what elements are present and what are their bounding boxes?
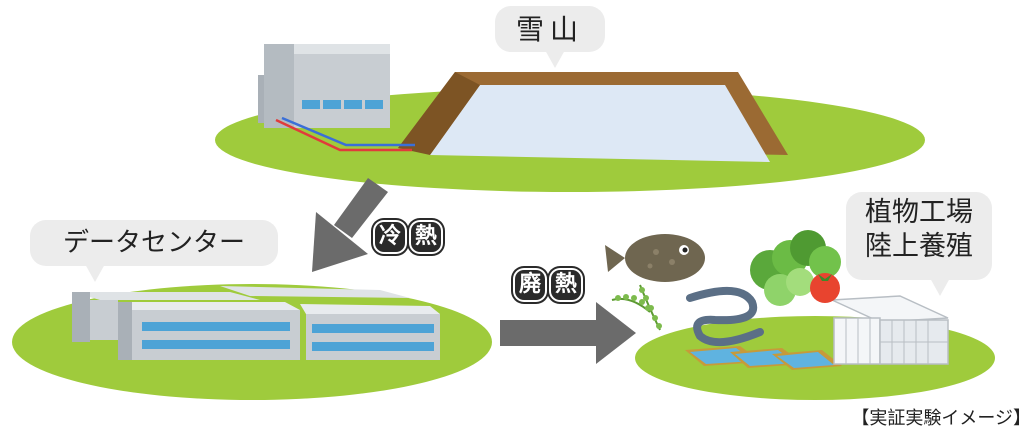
plant-factory-island: [635, 295, 995, 400]
snow-field: [430, 85, 770, 162]
plant-factory-bubble: 植物工場 陸上養殖: [846, 192, 992, 296]
pipe-blue: [281, 116, 415, 147]
plant-factory-label: 植物工場: [865, 197, 973, 228]
heat-char: 熱: [411, 222, 441, 252]
aquaculture-ponds: [685, 346, 842, 370]
snow-mountain-label: 雪山: [515, 13, 584, 46]
caption: 【実証実験イメージ】: [851, 408, 1031, 429]
cooling-building: [258, 44, 390, 128]
pipe-red: [275, 118, 412, 152]
seaweed-icon: [611, 284, 662, 331]
eel-icon: [686, 286, 764, 347]
cold-char: 冷: [375, 222, 405, 252]
waste-heat-label: 廃 熱: [515, 270, 581, 300]
cold-heat-label: 冷 熱: [375, 222, 441, 252]
waste-char: 廃: [515, 270, 545, 300]
data-center-island: [12, 284, 492, 400]
heat-char-2: 熱: [551, 270, 581, 300]
waste-heat-arrow: [500, 302, 636, 364]
land-aquaculture-label: 陸上養殖: [865, 230, 973, 262]
flounder-icon: [605, 234, 705, 282]
greenhouse: [831, 295, 949, 365]
cold-arrow: [312, 178, 388, 272]
snow-mountain-island: [215, 44, 925, 192]
lettuce-icon: [750, 230, 841, 306]
data-center-buildings: [72, 286, 440, 360]
data-center-label: データセンター: [62, 228, 245, 258]
snow-mountain-bubble: 雪山: [495, 6, 605, 68]
tomato-icon: [810, 273, 840, 303]
data-center-bubble: データセンター: [30, 220, 278, 282]
earth-slope: [398, 72, 480, 155]
